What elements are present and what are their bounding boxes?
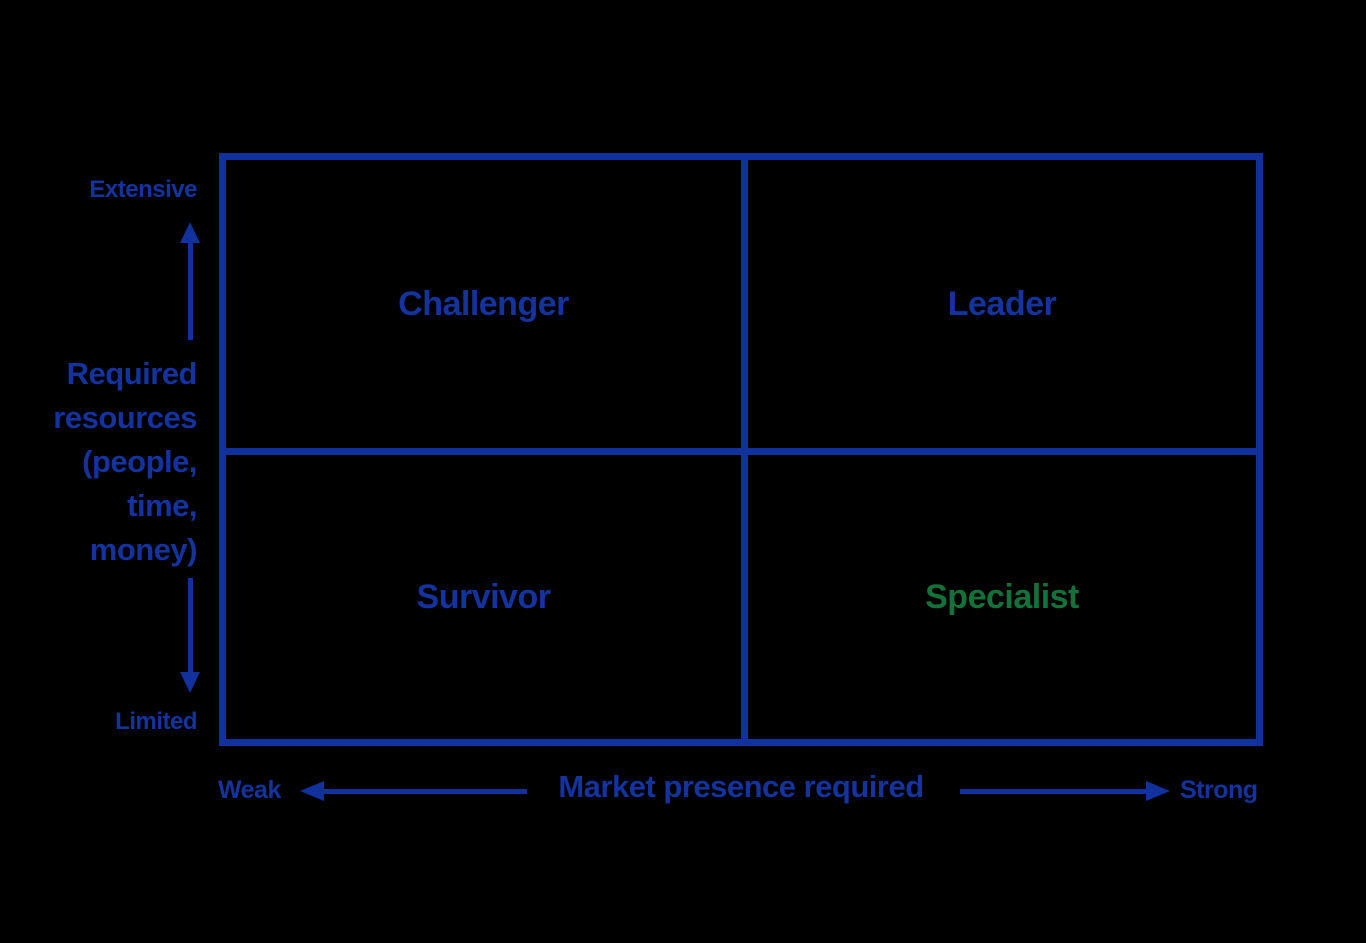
x-axis-left-label: Weak [218,776,281,804]
up-arrow-shaft [188,240,193,340]
x-axis-right-label: Strong [1180,776,1258,804]
y-axis-title-line: Required [66,356,198,391]
quadrant-specialist: Specialist [748,455,1256,739]
quadrant-grid: Challenger Leader Survivor Specialist [219,153,1263,746]
y-axis-title-line: money) [89,532,198,567]
quadrant-label-survivor: Survivor [416,577,551,616]
y-axis-title: Required resources (people, time, money) [0,352,197,572]
quadrant-label-specialist: Specialist [925,577,1079,616]
left-arrow-shaft [322,789,527,794]
y-axis-title-line: (people, [82,444,197,479]
down-arrow-icon [180,672,200,693]
left-arrow-icon [300,781,324,801]
quadrant-label-leader: Leader [947,284,1057,323]
horizontal-divider-line [226,448,1256,455]
quadrant-survivor: Survivor [226,455,741,739]
y-axis-title-line: time, [127,488,197,523]
y-axis-bottom-label: Limited [115,708,197,735]
x-axis-title: Market presence required [558,769,924,804]
up-arrow-icon [180,222,200,243]
quadrant-leader: Leader [748,160,1256,448]
right-arrow-shaft [960,789,1148,794]
right-arrow-icon [1146,781,1170,801]
quadrant-label-challenger: Challenger [398,284,569,323]
y-axis-top-label: Extensive [89,176,197,203]
quadrant-challenger: Challenger [226,160,741,448]
down-arrow-shaft [188,578,193,674]
y-axis-title-line: resources [53,400,197,435]
